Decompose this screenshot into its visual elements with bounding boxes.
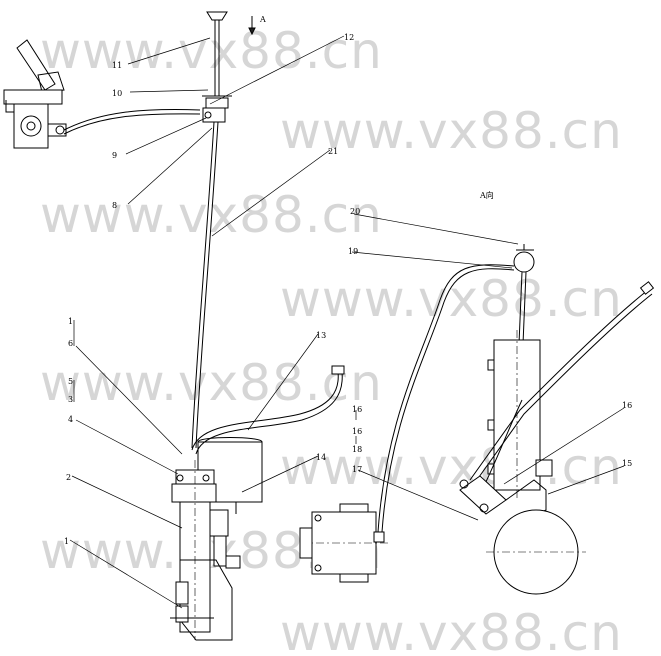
view-label: A向 [479, 190, 494, 200]
view-arrow: A [248, 15, 266, 36]
control-cable [191, 121, 215, 449]
item-label-1b: 1 [64, 537, 69, 546]
item-label-8: 8 [112, 201, 117, 210]
cylinder-assembly [170, 365, 345, 641]
pull-handle [202, 11, 232, 123]
lower-valve-assembly [299, 503, 390, 583]
item-label-18: 18 [352, 445, 362, 454]
watermark-text: www.vx88.cn [280, 604, 623, 656]
watermark-text: www.vx88.cn [40, 22, 383, 80]
item-label-16: 16 [622, 401, 632, 410]
item-label-13: 13 [316, 331, 326, 340]
item-label-12: 12 [344, 33, 354, 42]
item-label-17: 17 [352, 465, 362, 474]
leader-lines [69, 35, 625, 609]
item-label-14: 14 [316, 453, 326, 462]
watermark-text: www.vx88.cn [280, 102, 623, 160]
item-label-1: 1 [68, 317, 73, 326]
item-label-9: 9 [112, 151, 117, 160]
view-a-assembly [377, 244, 655, 595]
item-label-20: 20 [350, 207, 360, 216]
watermark-text: www.vx88.cn [40, 354, 383, 412]
item-label-16c: 16 [352, 427, 362, 436]
item-label-3: 3 [68, 395, 73, 404]
watermark-text: www.vx88.cn [280, 438, 623, 496]
item-label-15: 15 [622, 459, 632, 468]
item-label-21: 21 [328, 147, 338, 156]
item-label-5: 5 [68, 377, 73, 386]
watermark-text: www.vx88.cn [40, 186, 383, 244]
item-label-2: 2 [66, 473, 71, 482]
item-label-10: 10 [112, 89, 122, 98]
item-labels: 11 10 12 9 8 21 1 6 5 3 4 2 1 13 14 20 1… [64, 33, 632, 546]
pipe-line [63, 109, 201, 131]
item-label-16b: 16 [352, 405, 362, 414]
control-cable [195, 121, 219, 449]
pipe-line [63, 113, 201, 135]
item-label-4: 4 [68, 415, 73, 424]
hand-valve-assembly [3, 39, 67, 149]
item-label-19: 19 [348, 247, 358, 256]
item-label-6: 6 [68, 339, 73, 348]
item-label-11: 11 [112, 61, 122, 70]
arrow-label: A [259, 15, 266, 24]
